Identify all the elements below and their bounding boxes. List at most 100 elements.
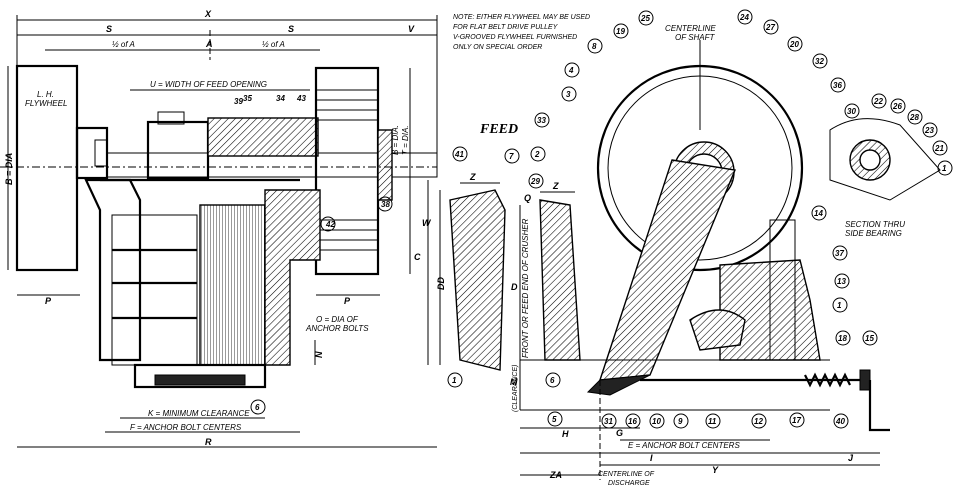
part-33: 33 xyxy=(537,116,546,125)
dim-c: C xyxy=(414,252,421,262)
dim-x: X xyxy=(204,9,212,19)
dim-za: ZA xyxy=(549,470,562,480)
swing-jaw xyxy=(586,374,651,396)
part-22: 22 xyxy=(873,97,883,106)
note-line-2: FOR FLAT BELT DRIVE PULLEY xyxy=(453,24,559,31)
part-38: 38 xyxy=(381,200,390,209)
part-26: 26 xyxy=(892,102,902,111)
dim-t-dia: T = DIA. xyxy=(401,125,410,155)
dim-z2: Z xyxy=(552,181,559,191)
dim-q: Q xyxy=(524,193,531,203)
dim-r: R xyxy=(205,437,212,447)
part-12: 12 xyxy=(754,417,763,426)
dim-m: M xyxy=(510,377,518,387)
part-37: 37 xyxy=(835,249,844,258)
part-1a: 1 xyxy=(837,301,842,310)
note-line-3: V-GROOVED FLYWHEEL FURNISHED xyxy=(453,34,577,41)
part-6b: 6 xyxy=(550,376,555,385)
left-hub xyxy=(75,126,109,180)
dim-f: F = ANCHOR BOLT CENTERS xyxy=(130,423,242,432)
part-7: 7 xyxy=(509,152,514,161)
note-line-4: ONLY ON SPECIAL ORDER xyxy=(453,44,542,51)
jaw-plate-face xyxy=(199,204,266,366)
centerline-shaft-2: OF SHAFT xyxy=(675,33,716,42)
part-11: 11 xyxy=(708,417,717,426)
part-14: 14 xyxy=(814,209,823,218)
part-1c: 1 xyxy=(942,164,947,173)
anchor-dia-1: O = DIA OF xyxy=(316,315,359,324)
part-9: 9 xyxy=(678,417,683,426)
dim-n: N xyxy=(314,351,324,358)
part-19: 19 xyxy=(616,27,625,36)
dim-half-a-right: ½ of A xyxy=(262,40,285,49)
end-elevation-view xyxy=(15,64,438,389)
part-21: 21 xyxy=(934,144,944,153)
part-39: 39 xyxy=(234,97,243,106)
part-17: 17 xyxy=(792,416,801,425)
dim-z1: Z xyxy=(469,172,476,182)
dimension-lines-right xyxy=(460,40,880,480)
dim-b-dia-right: B = DIA. xyxy=(391,125,400,155)
part-3: 3 xyxy=(566,90,571,99)
front-text: FRONT OR FEED END OF CRUSHER xyxy=(521,218,530,358)
part-6: 6 xyxy=(255,403,260,412)
side-bearing-section xyxy=(829,118,941,201)
section-label-2: SIDE BEARING xyxy=(845,229,902,238)
part-42: 42 xyxy=(325,220,335,229)
part-29: 29 xyxy=(530,177,540,186)
part-31: 31 xyxy=(604,417,613,426)
part-20: 20 xyxy=(789,40,799,49)
part-24: 24 xyxy=(739,13,749,22)
dim-j: J xyxy=(848,453,854,463)
part-41: 41 xyxy=(454,150,464,159)
dim-s-left: S xyxy=(106,24,112,34)
handle xyxy=(868,380,890,432)
bearing-cap xyxy=(146,120,210,180)
spring xyxy=(804,372,851,388)
fixed-jaw-front xyxy=(449,189,506,371)
part-23: 23 xyxy=(924,126,934,135)
dim-e: E = ANCHOR BOLT CENTERS xyxy=(628,441,740,450)
part-4: 4 xyxy=(568,66,574,75)
note-line-1: NOTE: EITHER FLYWHEEL MAY BE USED xyxy=(453,14,590,21)
bearing-section xyxy=(207,117,319,157)
part-15: 15 xyxy=(865,334,874,343)
part-2: 2 xyxy=(534,150,540,159)
part-27: 27 xyxy=(765,23,775,32)
dim-b-dia: B = DIA xyxy=(4,153,14,185)
part-34: 34 xyxy=(276,94,285,103)
dim-v: V xyxy=(408,24,415,34)
centerline-discharge-2: DISCHARGE xyxy=(608,480,650,487)
dim-h: H xyxy=(562,429,569,439)
section-label-1: SECTION THRU xyxy=(845,220,905,229)
part-16: 16 xyxy=(628,417,637,426)
flywheel-label-1: L. H. xyxy=(37,90,54,99)
dim-s-right: S xyxy=(288,24,294,34)
part-10: 10 xyxy=(652,417,661,426)
dim-i: I xyxy=(650,453,653,463)
dim-clearance: (CLEARANCE) xyxy=(512,365,519,412)
part-43: 43 xyxy=(296,94,306,103)
dimension-lines-left xyxy=(0,15,441,448)
part-5: 5 xyxy=(552,415,557,424)
dim-half-a-left: ½ of A xyxy=(112,40,135,49)
frame-body xyxy=(84,178,142,362)
dim-w: W xyxy=(422,218,432,228)
anchor-dia-2: ANCHOR BOLTS xyxy=(305,324,369,333)
dim-d: D xyxy=(511,282,518,292)
part-8: 8 xyxy=(592,42,597,51)
v-pulley xyxy=(314,66,380,276)
dim-p-left: P xyxy=(45,296,52,306)
part-18: 18 xyxy=(838,334,847,343)
dim-u: U = WIDTH OF FEED OPENING xyxy=(150,80,267,89)
dim-k: K = MINIMUM CLEARANCE xyxy=(148,409,250,418)
feed-label: FEED xyxy=(479,122,518,137)
dim-p-right: P xyxy=(344,296,351,306)
flywheel-label-2: FLYWHEEL xyxy=(25,99,67,108)
part-1b: 1 xyxy=(452,376,457,385)
part-40: 40 xyxy=(835,417,845,426)
fixed-jaw-plate xyxy=(539,199,581,361)
dim-a: A xyxy=(205,39,213,49)
centerline-discharge-1: CENTERLINE OF xyxy=(598,471,655,478)
